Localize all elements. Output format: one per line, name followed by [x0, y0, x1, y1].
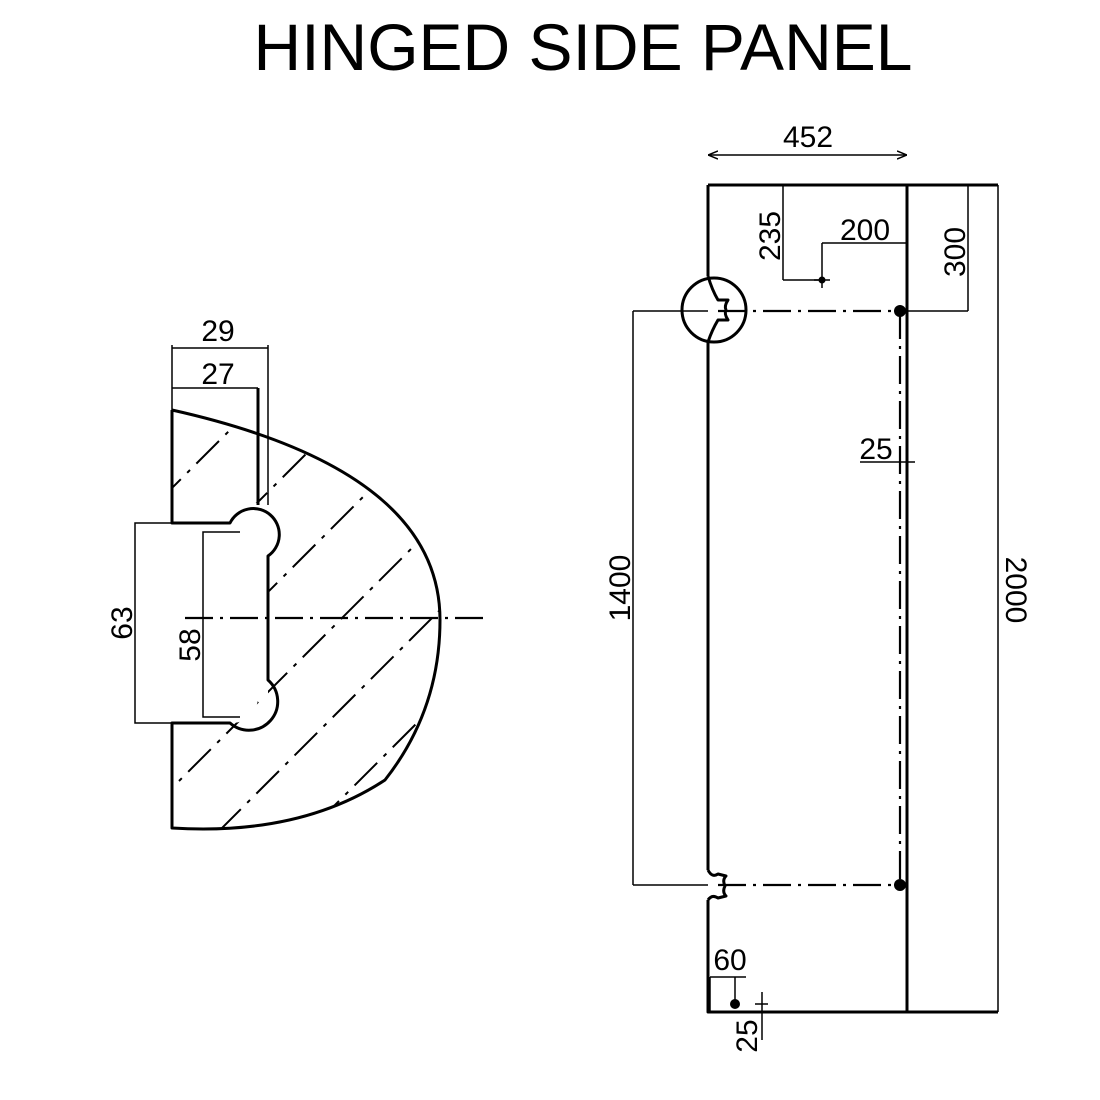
dim-outer-width: 29 — [201, 315, 234, 348]
hole-top-right — [894, 305, 906, 317]
dim-inner-height: 58 — [174, 628, 207, 661]
hole-bottom-right — [894, 879, 906, 891]
panel-outline — [706, 183, 909, 1014]
top-hinge-notch — [706, 275, 730, 343]
dim-bottom-hole-from-bottom: 25 — [731, 1019, 764, 1052]
hinge-detail-view: 29 27 63 58 — [106, 315, 485, 831]
dim-hole-from-top: 235 — [754, 211, 787, 261]
dim-inner-width: 27 — [201, 358, 234, 391]
dim-bottom-hole-from-edge: 60 — [713, 944, 746, 977]
drawing-title: HINGED SIDE PANEL — [254, 10, 913, 84]
panel-edge-outer — [134, 522, 172, 724]
hinge-block-outline — [170, 408, 442, 831]
dim-hinge-spacing: 1400 — [604, 555, 637, 622]
dim-hole-from-edge: 200 — [840, 214, 890, 247]
dim-top-hinge-from-top: 300 — [939, 227, 972, 277]
dim-inset: 25 — [859, 433, 892, 466]
dim-panel-width: 452 — [783, 121, 833, 154]
panel-edge-inner — [202, 531, 240, 718]
dim-outer-height: 63 — [106, 606, 139, 639]
dim-total-height: 2000 — [999, 557, 1032, 624]
panel-elevation-view: 452 235 200 300 1400 2000 25 60 25 — [604, 121, 1032, 1053]
